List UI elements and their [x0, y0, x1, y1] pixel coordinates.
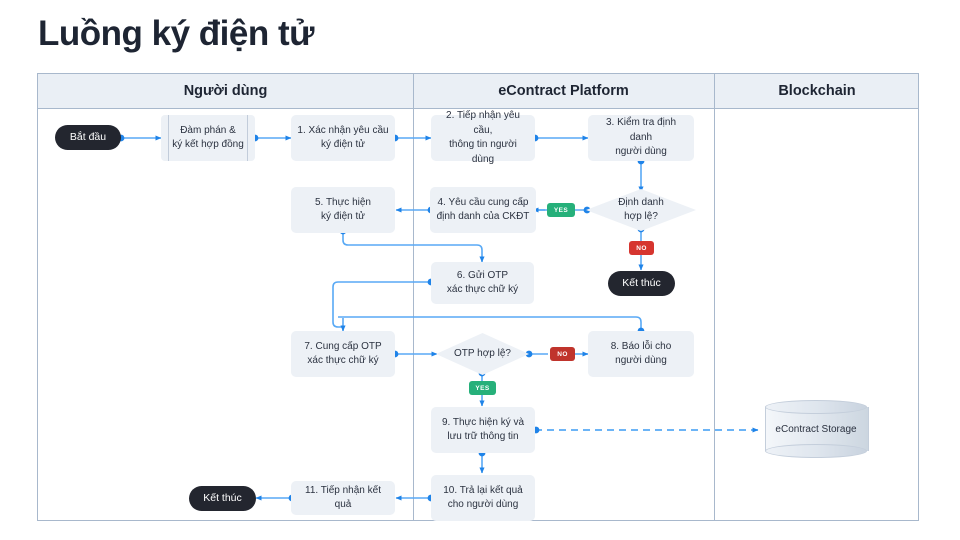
edge-s6-s7-a [332, 281, 430, 330]
node-step-6[interactable]: 6. Gửi OTP xác thực chữ ký [431, 262, 534, 304]
node-label: 10. Trả lại kết quả cho người dùng [443, 484, 523, 511]
node-decision-otp[interactable]: OTP hợp lệ? [436, 333, 529, 375]
node-end-platform[interactable]: Kết thúc [608, 271, 675, 296]
node-label: Kết thúc [622, 276, 661, 289]
node-decision-identity[interactable]: Định danh hợp lệ? [586, 189, 696, 231]
node-step-4[interactable]: 4. Yêu cầu cung cấp định danh của CKĐT [430, 187, 536, 233]
node-label: Đàm phán & ký kết hợp đồng [172, 124, 244, 151]
badge-no-identity: NO [629, 241, 654, 255]
node-step-7[interactable]: 7. Cung cấp OTP xác thực chữ ký [291, 331, 395, 377]
badge-label: YES [553, 206, 569, 214]
badge-yes-otp: YES [469, 381, 496, 395]
node-label: Bắt đầu [69, 130, 107, 143]
node-negotiate[interactable]: Đàm phán & ký kết hợp đồng [161, 115, 255, 161]
node-label: eContract Storage [775, 423, 857, 435]
node-label: 6. Gửi OTP xác thực chữ ký [446, 269, 519, 296]
edge-s8-loop [338, 316, 642, 332]
node-step-11[interactable]: 11. Tiếp nhận kết quả [291, 481, 395, 515]
node-label: 3. Kiểm tra định danh người dùng [605, 117, 677, 158]
node-step-10[interactable]: 10. Trả lại kết quả cho người dùng [431, 475, 535, 521]
node-label: Định danh hợp lệ? [618, 196, 664, 223]
edge-s5-s6 [342, 232, 485, 263]
node-econtract-storage[interactable]: eContract Storage [765, 400, 869, 458]
lane-header-band [38, 74, 918, 109]
badge-label: YES [475, 384, 490, 392]
lane-divider-2 [714, 74, 715, 520]
lane-title-blockchain: Blockchain [778, 83, 856, 99]
node-start[interactable]: Bắt đầu [55, 125, 121, 150]
node-step-1[interactable]: 1. Xác nhận yêu cầu ký điện tử [291, 115, 395, 161]
lane-divider-1 [413, 74, 414, 520]
node-label: 7. Cung cấp OTP xác thực chữ ký [304, 340, 382, 367]
node-end-user[interactable]: Kết thúc [189, 486, 256, 511]
node-step-9[interactable]: 9. Thực hiện ký và lưu trữ thông tin [431, 407, 535, 453]
node-label: 2. Tiếp nhận yêu cầu, thông tin người dù… [446, 110, 520, 165]
badge-label: NO [557, 350, 568, 358]
lane-title-user: Người dùng [183, 83, 268, 99]
badge-yes-identity: YES [547, 203, 575, 217]
node-label: 1. Xác nhận yêu cầu ký điện tử [297, 124, 389, 151]
cylinder-bottom [765, 444, 867, 458]
node-label: Kết thúc [203, 491, 242, 504]
badge-no-otp: NO [550, 347, 575, 361]
node-label: 8. Báo lỗi cho người dùng [610, 340, 672, 367]
node-label: 9. Thực hiện ký và lưu trữ thông tin [441, 416, 525, 443]
node-step-3[interactable]: 3. Kiểm tra định danh người dùng [588, 115, 694, 161]
node-label: 11. Tiếp nhận kết quả [305, 484, 381, 511]
lane-title-platform: eContract Platform [498, 83, 629, 99]
edge-dot [525, 350, 533, 358]
page-title: Luồng ký điện tử [38, 14, 314, 53]
node-label: 5. Thực hiện ký điện tử [315, 196, 371, 223]
node-step-5[interactable]: 5. Thực hiện ký điện tử [291, 187, 395, 233]
badge-label: NO [636, 244, 647, 252]
node-step-2[interactable]: 2. Tiếp nhận yêu cầu, thông tin người dù… [431, 110, 535, 165]
cylinder-top [765, 400, 867, 414]
node-label: OTP hợp lệ? [454, 347, 511, 359]
node-step-8[interactable]: 8. Báo lỗi cho người dùng [588, 331, 694, 377]
node-label: 4. Yêu cầu cung cấp định danh của CKĐT [436, 196, 530, 223]
